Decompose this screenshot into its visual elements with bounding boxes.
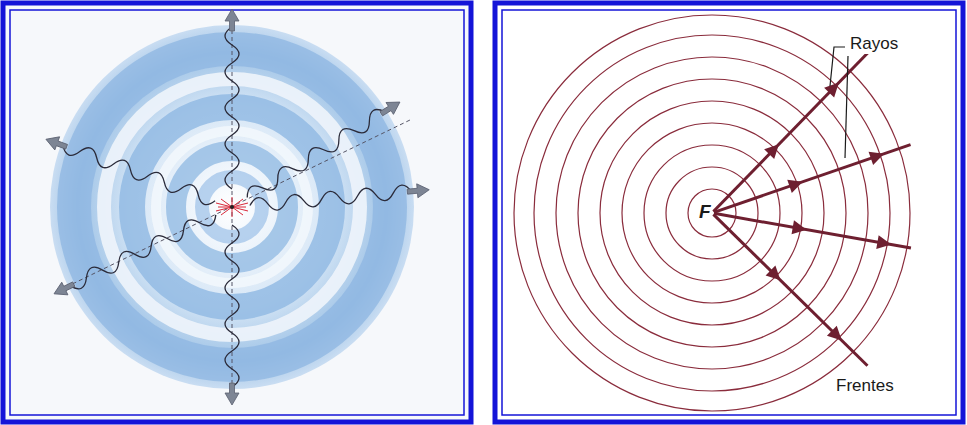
- source-burst: [216, 197, 248, 217]
- leader-line: [830, 47, 848, 158]
- panel-frame: [3, 3, 471, 422]
- wave-front-circle: [514, 15, 910, 411]
- rays-label: Rayos: [848, 34, 900, 54]
- axis-line: [232, 30, 233, 392]
- panel-frame: [495, 3, 963, 422]
- panel-frame: [502, 10, 956, 415]
- fronts-label: Frentes: [834, 376, 896, 396]
- wave-line: [60, 27, 411, 387]
- axis-line: [60, 120, 410, 290]
- direction-arrow: [44, 9, 430, 405]
- focus-label: F: [699, 201, 711, 223]
- panel-frame: [10, 10, 464, 415]
- ray-line: [708, 36, 912, 371]
